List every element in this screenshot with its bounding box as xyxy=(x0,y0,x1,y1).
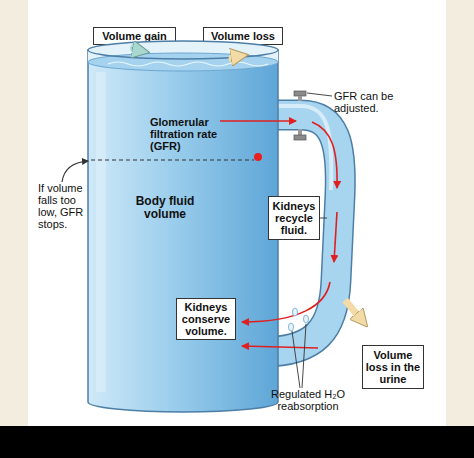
body-fluid-container: Glomerular filtration rate (GFR) Body flu… xyxy=(88,62,278,402)
flow-arrow xyxy=(312,122,337,188)
callout-arrow xyxy=(62,161,88,182)
valve-knob xyxy=(294,91,306,96)
flow-arrow xyxy=(242,346,318,348)
threshold-line xyxy=(91,160,254,161)
valve-stem xyxy=(298,96,302,101)
kidney-conserve-box: Kidneys conserve volume. xyxy=(176,298,236,340)
flow-arrow xyxy=(220,120,296,122)
volume-flow-arrow xyxy=(133,45,138,50)
container-shape xyxy=(88,62,278,402)
valve-note: GFR can be adjusted. xyxy=(334,90,396,114)
container-highlight xyxy=(96,72,106,392)
water-ripple xyxy=(108,62,268,66)
threshold-dot xyxy=(254,153,262,161)
valve-stem xyxy=(298,129,302,135)
box-text: Volume gain xyxy=(102,30,167,42)
box-text: Kidneys conserve volume. xyxy=(179,301,233,337)
threshold-note: If volume falls too low, GFR stops. xyxy=(38,182,84,230)
bottom-band xyxy=(0,426,474,458)
kidney-recycle-box: Kidneys recycle fluid. xyxy=(268,196,320,240)
leader-line xyxy=(292,331,300,388)
water-droplet xyxy=(289,323,294,331)
volume-flow-arrow xyxy=(232,56,237,62)
container-text: Body fluid volume xyxy=(127,195,203,221)
valve-knob xyxy=(294,135,306,140)
leader-line xyxy=(302,324,306,388)
container-rim xyxy=(88,41,278,59)
water-droplet xyxy=(304,315,309,323)
container-rim-glass xyxy=(88,41,278,71)
slide-panel xyxy=(28,0,446,426)
container-text: Glomerular filtration rate (GFR) xyxy=(150,116,240,152)
flow-arrow xyxy=(242,282,330,322)
leader-line xyxy=(307,93,332,96)
flow-guide xyxy=(318,278,332,305)
leader-line xyxy=(320,218,327,219)
container-body xyxy=(88,50,278,412)
box-text: Volume loss in the urine xyxy=(365,349,421,385)
reabsorption-note: Regulated H₂O reabsorption xyxy=(250,388,366,412)
flow-arrow xyxy=(334,212,337,262)
urine-loss-box: Volume loss in the urine xyxy=(362,345,424,389)
urine-arrow xyxy=(345,300,360,318)
water-droplet xyxy=(293,308,298,316)
box-text: Kidneys recycle fluid. xyxy=(271,200,317,236)
box-text: Volume loss xyxy=(211,30,275,42)
